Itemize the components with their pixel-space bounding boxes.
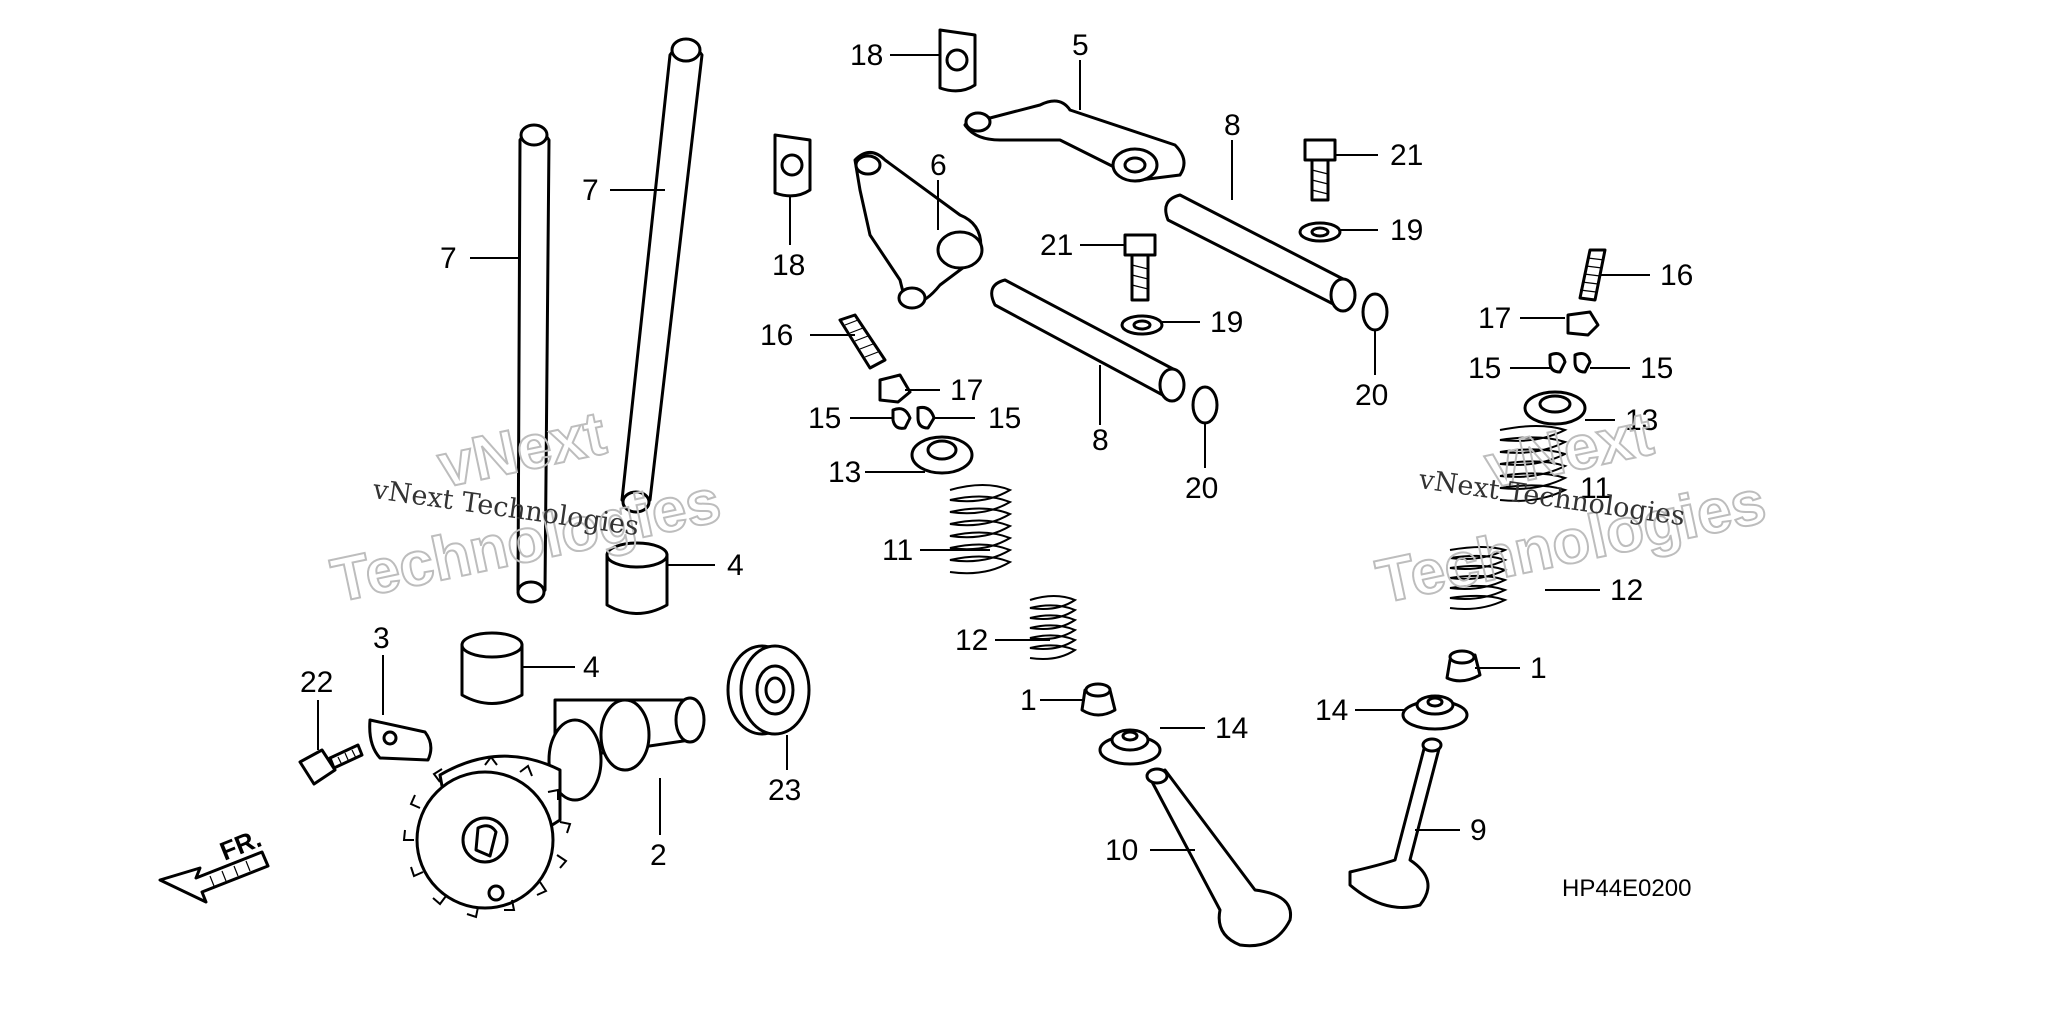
callout-13-right: 13: [1625, 404, 1658, 437]
push-rod-right: [620, 37, 704, 514]
callout-8-upper: 8: [1224, 109, 1241, 142]
exhaust-valve: [1145, 767, 1293, 948]
callout-11-right: 11: [1580, 472, 1611, 505]
callout-21-upper: 21: [1390, 139, 1423, 172]
callout-1-right: 1: [1530, 652, 1547, 685]
lock-nut-left: [878, 373, 912, 404]
callout-21-lower: 21: [1040, 229, 1073, 262]
tappet-adjust-screw-right: [1578, 248, 1607, 302]
callout-23: 23: [768, 774, 801, 807]
callout-8-lower: 8: [1092, 424, 1109, 457]
callout-14-left: 14: [1215, 712, 1248, 745]
callout-14-right: 14: [1315, 694, 1348, 727]
callout-7-right: 7: [582, 174, 599, 207]
callout-15-left-b: 15: [988, 402, 1021, 435]
callout-22: 22: [300, 666, 333, 699]
leader-lines: [317, 54, 1650, 851]
diagram-code: HP44E0200: [1562, 875, 1691, 902]
front-arrow-icon: [158, 850, 270, 904]
cam-plate: [368, 718, 433, 762]
callout-10: 10: [1105, 834, 1138, 867]
tappet-lower: [460, 631, 524, 705]
callout-6: 6: [930, 149, 947, 182]
valve-spring-outer-right: [1499, 425, 1568, 502]
washer-upper: [1298, 221, 1342, 243]
tappet-adjust-screw-left: [838, 313, 887, 370]
bearing: [726, 644, 811, 736]
valve-cotter-left: [891, 406, 936, 430]
callout-20-upper: 20: [1355, 379, 1388, 412]
camshaft-gear: [402, 696, 706, 919]
intake-valve: [1348, 737, 1443, 909]
valve-spring-outer-left: [949, 484, 1013, 575]
spring-retainer-right: [1523, 390, 1587, 426]
rocker-shaft-lower: [990, 278, 1186, 403]
flange-bolt: [298, 743, 364, 786]
callout-4-lower: 4: [583, 651, 600, 684]
spring-retainer-left: [910, 435, 974, 475]
callout-13-left: 13: [828, 456, 861, 489]
o-ring-lower: [1191, 385, 1219, 425]
rocker-arm-lower: [853, 151, 984, 310]
callout-1-left: 1: [1020, 684, 1037, 717]
callout-17-right: 17: [1478, 302, 1511, 335]
valve-stem-seal-right: [1445, 649, 1482, 683]
lock-nut-right: [1566, 310, 1600, 337]
callout-12-right: 12: [1610, 574, 1643, 607]
bolt-upper: [1303, 138, 1337, 202]
push-rod-left: [516, 123, 551, 604]
o-ring-upper: [1361, 292, 1389, 332]
callout-15-right-b: 15: [1640, 352, 1673, 385]
tappet-upper: [605, 541, 669, 615]
callout-11-left: 11: [882, 534, 913, 567]
callout-17-left: 17: [950, 374, 983, 407]
valve-spring-inner-right: [1449, 546, 1508, 610]
callout-15-right-a: 15: [1468, 352, 1501, 385]
bracket-lower: [773, 133, 812, 198]
rocker-arm-upper: [963, 99, 1186, 183]
callout-12-left: 12: [955, 624, 988, 657]
callout-15-left-a: 15: [808, 402, 841, 435]
spring-seat-left: [1098, 728, 1162, 766]
callout-9: 9: [1470, 814, 1487, 847]
callout-16-right: 16: [1660, 259, 1693, 292]
callout-3: 3: [373, 622, 390, 655]
valve-cotter-right: [1548, 352, 1592, 374]
valve-spring-inner-left: [1029, 595, 1078, 660]
rocker-shaft-upper: [1164, 193, 1357, 313]
bolt-lower: [1123, 233, 1157, 302]
callout-20-lower: 20: [1185, 472, 1218, 505]
callout-4-upper: 4: [727, 549, 744, 582]
callout-19-lower: 19: [1210, 306, 1243, 339]
callout-2: 2: [650, 839, 667, 872]
callout-18-lower: 18: [772, 249, 805, 282]
spring-seat-right: [1401, 694, 1469, 731]
callout-19-upper: 19: [1390, 214, 1423, 247]
washer-lower: [1120, 314, 1164, 336]
callout-5: 5: [1072, 29, 1089, 62]
valve-stem-seal-left: [1080, 682, 1117, 717]
bracket-upper: [938, 28, 977, 93]
callout-16-left: 16: [760, 319, 793, 352]
callout-18-upper: 18: [850, 39, 883, 72]
callout-7-left: 7: [440, 242, 457, 275]
